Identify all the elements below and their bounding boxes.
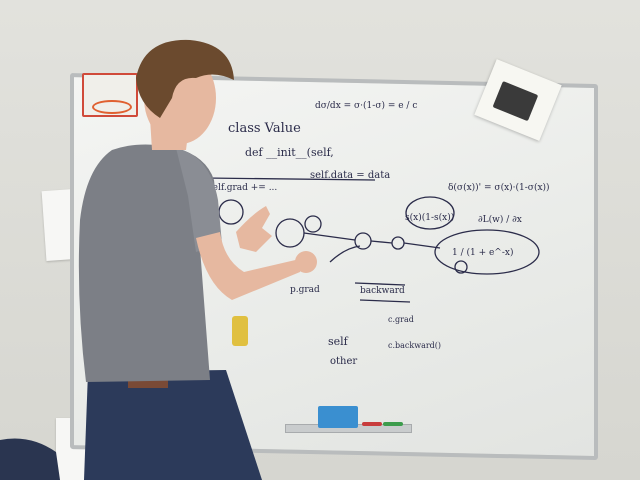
board-text-15: ∂L(w) / ∂x — [478, 214, 522, 225]
board-text-11: δ(σ(x))' = σ(x)·(1-σ(x)) — [448, 182, 550, 193]
board-text-9: c.grad — [388, 315, 414, 324]
node-ellipse — [434, 229, 540, 275]
underline — [204, 177, 376, 181]
node-circle — [304, 215, 322, 233]
board-text-4: self.grad += ... — [208, 183, 277, 193]
node-circle — [454, 260, 468, 274]
graph-edges — [303, 232, 441, 249]
arm — [196, 232, 304, 300]
board-text-5: backward — [360, 286, 405, 296]
node-ellipse — [405, 196, 455, 230]
board-text-7: self — [328, 335, 349, 348]
left-hand — [236, 206, 272, 252]
jeans — [84, 370, 262, 480]
underline — [354, 282, 411, 303]
board-text-10: c.backward() — [388, 341, 441, 350]
hoop-rim — [92, 100, 132, 114]
yellow-marker — [232, 316, 248, 346]
board-text-6: p.grad — [290, 285, 320, 295]
graph-arrow — [329, 245, 361, 263]
right-hand — [295, 251, 317, 273]
hair — [136, 39, 234, 118]
marker-red — [362, 422, 382, 426]
marker-green — [383, 422, 403, 426]
board-text-1: class Value — [228, 121, 301, 136]
whiteboard-eraser — [318, 406, 358, 428]
board-text-8: other — [330, 356, 357, 367]
chair — [0, 438, 60, 480]
board-text-14: dσ/dx = σ·(1-σ) = e / c — [315, 100, 417, 111]
shirt-sleeve — [176, 148, 222, 252]
board-text-3: self.data = data — [310, 170, 390, 181]
board-text-13: 1 / (1 + e^-x) — [452, 247, 513, 258]
shirt — [78, 144, 220, 382]
board-text-12: s(x)(1-s(x)) — [405, 212, 454, 223]
graph-diagram — [204, 177, 540, 303]
board-text-2: def __init__(self, — [245, 146, 334, 159]
